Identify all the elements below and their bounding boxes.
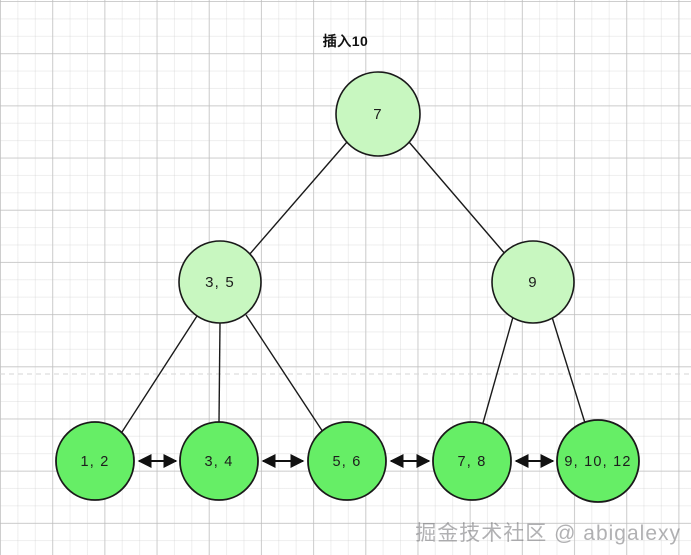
node-circle-leaf-5[interactable] [556, 419, 640, 503]
node-circle-leaf-2[interactable] [179, 421, 259, 501]
node-label-leaf-1: 1, 2 [81, 454, 110, 470]
edge-left-to-leaf-1-2 [121, 315, 198, 433]
node-label-internal-right: 9 [528, 274, 538, 291]
tree-node-internal-left[interactable]: 3, 5 [178, 240, 262, 324]
node-circle-internal-right[interactable] [491, 240, 575, 324]
edge-root-to-right [408, 141, 507, 256]
node-label-leaf-4: 7, 8 [458, 454, 487, 470]
node-circle-leaf-1[interactable] [55, 421, 135, 501]
watermark: 掘金技术社区 @ abigalexy [415, 522, 681, 545]
node-circle-internal-left[interactable] [178, 240, 262, 324]
tree-node-root[interactable]: 7 [335, 71, 421, 157]
node-label-root: 7 [373, 106, 383, 123]
node-label-leaf-3: 5, 6 [333, 454, 362, 470]
edge-right-to-leaf-7-8 [482, 316, 514, 424]
tree-leaf-node[interactable]: 7, 8 [432, 421, 512, 501]
edge-right-to-leaf-9-10-12 [551, 316, 586, 424]
tree-leaf-node[interactable]: 5, 6 [307, 421, 387, 501]
node-circle-leaf-4[interactable] [432, 421, 512, 501]
tree-leaf-node[interactable]: 3, 4 [179, 421, 259, 501]
node-label-leaf-5: 9, 10, 12 [564, 454, 631, 470]
tree-leaf-node[interactable]: 9, 10, 12 [556, 419, 640, 503]
edge-left-to-leaf-3-4 [218, 322, 221, 423]
node-circle-root[interactable] [335, 71, 421, 157]
node-label-internal-left: 3, 5 [205, 274, 235, 291]
tree-node-internal-right[interactable]: 9 [491, 240, 575, 324]
edge-left-to-leaf-5-6 [245, 314, 324, 433]
node-label-leaf-2: 3, 4 [205, 454, 234, 470]
diagram-title: 插入10 [322, 33, 369, 49]
tree-leaf-node[interactable]: 1, 2 [55, 421, 135, 501]
node-circle-leaf-3[interactable] [307, 421, 387, 501]
edge-root-to-left [248, 141, 348, 256]
